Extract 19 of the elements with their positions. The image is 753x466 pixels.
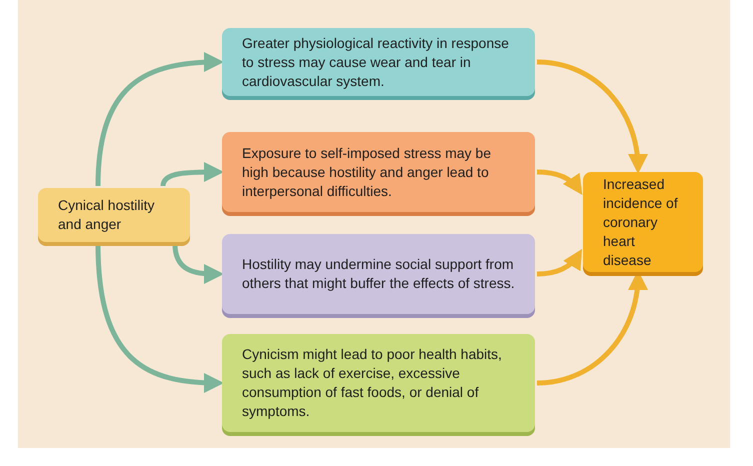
box-text: Increased incidence of coronary heart disease: [603, 174, 679, 270]
arrow: [96, 244, 224, 393]
box-text: Exposure to self-imposed stress may be high because hostility and anger lead to interpersonal difficulties.: [242, 144, 492, 200]
process-box: [222, 334, 535, 432]
arrow: [536, 249, 582, 276]
arrow: [172, 244, 224, 284]
process-box: [222, 132, 535, 212]
box-text: Hostility may undermine social support from others that might buffer the effects of stress.: [242, 255, 515, 293]
process-box: [583, 172, 703, 272]
process-box: [222, 234, 535, 314]
arrow: [536, 170, 583, 195]
box-text: Greater physiological reactivity in response to stress may cause wear and tear in cardiovascular system.: [242, 34, 510, 90]
arrow: [536, 60, 648, 174]
box-text: Cynical hostility and anger: [58, 196, 156, 234]
process-box: [38, 188, 190, 242]
arrow: [160, 162, 224, 186]
box-text: Cynicism might lead to poor health habits, such as lack of exercise, excessive consumption of fast foods, or denial of symptoms.: [242, 345, 503, 421]
process-box: [222, 28, 535, 96]
arrow: [96, 52, 224, 186]
